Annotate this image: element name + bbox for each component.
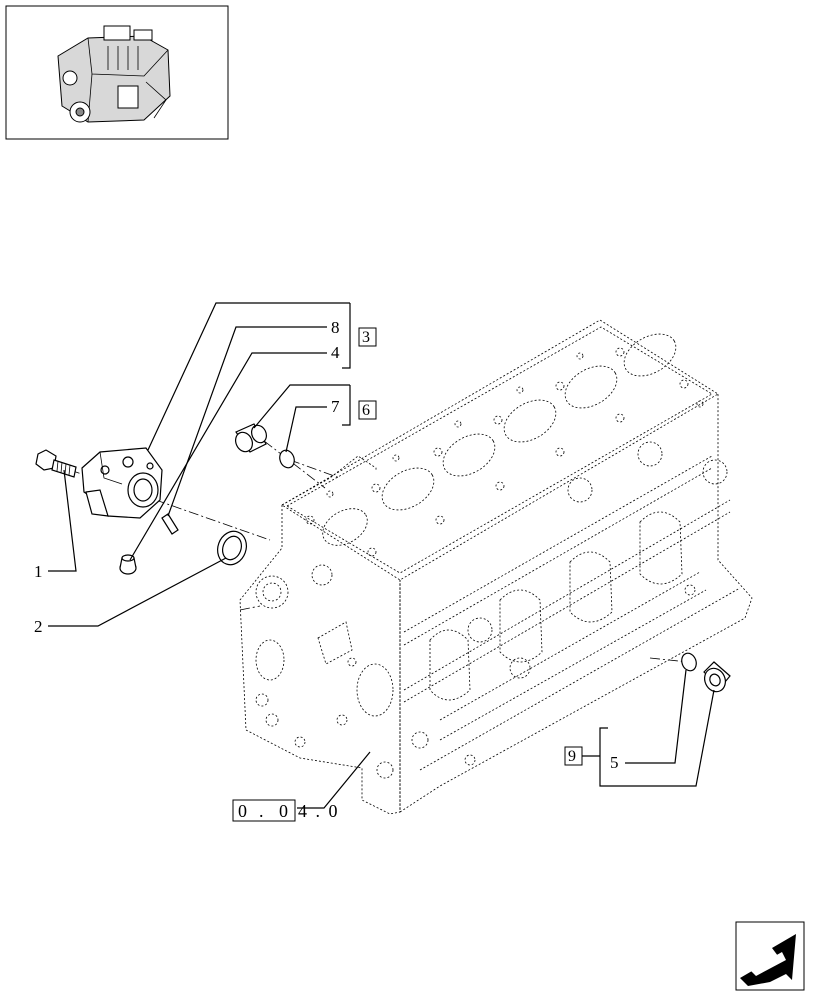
sleeve-part[interactable] (233, 423, 270, 455)
o-ring-part[interactable] (277, 448, 296, 470)
boxed-ref-9-label: 9 (568, 748, 576, 765)
callout-labels: 8 4 7 1 2 5 (34, 318, 619, 772)
engine-block (239, 319, 753, 815)
plug-part[interactable] (119, 554, 137, 575)
bolt-holes (305, 347, 704, 557)
next-page-arrow-icon[interactable] (735, 921, 805, 991)
callout-4: 4 (331, 343, 340, 362)
callout-7: 7 (331, 397, 340, 416)
callout-5: 5 (610, 753, 619, 772)
figure-ref-dot: . (259, 801, 266, 821)
figure-ref-digit-2: 0 (279, 801, 290, 821)
figure-reference[interactable]: 0 . 0 4 . 0 (232, 799, 340, 822)
thermostat-housing-part[interactable] (81, 447, 163, 519)
seal-ring-part[interactable] (213, 527, 251, 569)
boxed-ref-6-label: 6 (362, 402, 370, 419)
o-ring-part-5[interactable] (679, 651, 698, 673)
engine-thumbnail-icon[interactable] (5, 5, 229, 140)
callout-2: 2 (34, 617, 43, 636)
callout-8: 8 (331, 318, 340, 337)
boxed-ref-6[interactable]: 6 (358, 400, 377, 420)
bolt-part[interactable] (35, 449, 77, 478)
boxed-ref-3-label: 3 (362, 329, 370, 346)
boxed-ref-3[interactable]: 3 (358, 327, 377, 347)
figure-ref-trailing: 4 . 0 (298, 801, 340, 821)
plug-part-9[interactable] (701, 661, 731, 695)
dowel-pin-part[interactable] (161, 513, 179, 535)
callout-1: 1 (34, 562, 43, 581)
figure-ref-digit-1: 0 (238, 801, 249, 821)
boxed-ref-9[interactable]: 9 (564, 746, 600, 766)
cylinder-bores (322, 333, 677, 546)
leader-lines (48, 302, 715, 809)
